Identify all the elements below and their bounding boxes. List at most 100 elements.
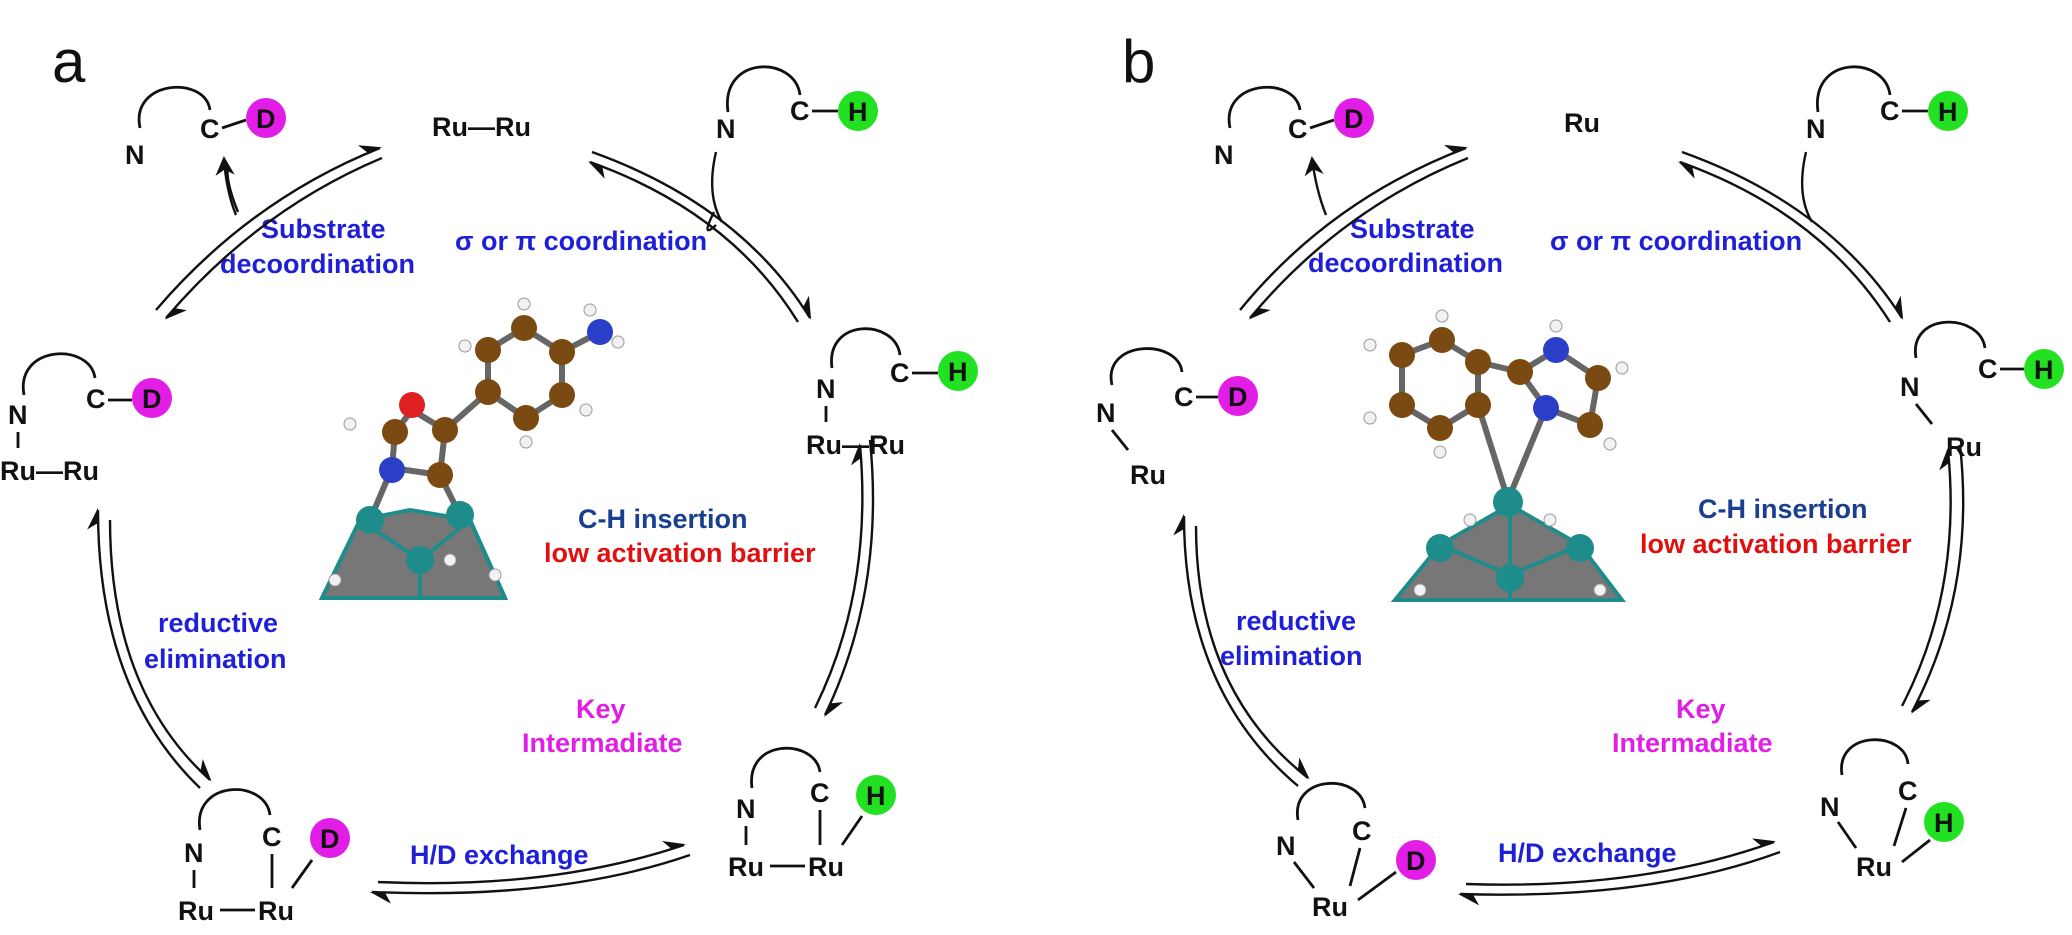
panel-b-label-reductive: reductive xyxy=(1236,606,1356,636)
panel-a-label-insertion: C-H insertion xyxy=(578,504,748,534)
carbon-ball xyxy=(1465,392,1491,418)
panel-a-equilibrium-arrows xyxy=(87,145,875,904)
carbon-ball xyxy=(1389,342,1415,368)
panel-a-label-substrate: Substrate xyxy=(261,214,386,244)
nitrogen-ball xyxy=(587,319,613,345)
carbon-ball xyxy=(1429,327,1455,353)
nitrogen-ball xyxy=(1543,337,1569,363)
svg-text:Ru: Ru xyxy=(258,896,294,926)
carbon-ball xyxy=(1507,359,1533,385)
svg-text:H: H xyxy=(848,97,868,127)
carbon-ball xyxy=(1389,392,1415,418)
carbon-ball xyxy=(549,339,575,365)
panel-a-top-catalyst: Ru—Ru xyxy=(432,112,531,142)
carbon-ball xyxy=(475,337,501,363)
svg-text:C: C xyxy=(1880,96,1900,126)
svg-text:N: N xyxy=(716,114,736,144)
svg-text:D: D xyxy=(142,384,162,414)
ruthenium-ball xyxy=(1426,534,1454,562)
panel-a-d-intermediate: N C D Ru Ru xyxy=(178,788,350,926)
ruthenium-ball xyxy=(1566,534,1594,562)
svg-text:Ru: Ru xyxy=(1856,852,1892,882)
panel-b: b Ru N C D N C H N C D xyxy=(1096,28,2064,922)
svg-text:H: H xyxy=(1934,808,1954,838)
deuterium-ball xyxy=(1334,98,1374,138)
carbon-ball xyxy=(511,315,537,341)
svg-text:C: C xyxy=(262,822,282,852)
deuterium-ball xyxy=(1218,376,1258,416)
svg-text:N: N xyxy=(1820,792,1840,822)
ruthenium-ball xyxy=(1493,487,1523,517)
panel-a-substrate-ch: N C H xyxy=(716,65,878,144)
svg-text:N: N xyxy=(816,374,836,404)
panel-b-label-coordination: σ or π coordination xyxy=(1550,226,1802,256)
svg-text:Ru: Ru xyxy=(808,852,844,882)
carbon-ball xyxy=(432,417,458,443)
panel-b-key-intermediate: N C H Ru xyxy=(1820,738,1964,882)
panel-b-label-hd-exchange: H/D exchange xyxy=(1498,838,1677,868)
svg-text:N: N xyxy=(736,794,756,824)
panel-a-label-key: Key xyxy=(576,694,626,724)
deuterium-ball xyxy=(132,378,172,418)
svg-text:H: H xyxy=(1938,97,1958,127)
svg-text:C: C xyxy=(200,114,220,144)
panel-b-molecular-model xyxy=(1363,309,1629,602)
panel-b-coordinated-product: N C D Ru xyxy=(1096,347,1258,490)
svg-text:N: N xyxy=(1806,114,1826,144)
carbon-ball xyxy=(513,405,539,431)
deuterium-ball xyxy=(310,818,350,858)
svg-text:D: D xyxy=(1406,846,1426,876)
svg-text:N: N xyxy=(125,140,145,170)
svg-text:D: D xyxy=(1228,382,1248,412)
carbon-ball xyxy=(1427,415,1453,441)
svg-text:C: C xyxy=(1898,776,1918,806)
svg-text:D: D xyxy=(256,104,276,134)
nitrogen-ball xyxy=(379,457,405,483)
svg-text:C: C xyxy=(86,384,106,414)
carbon-ball xyxy=(1585,365,1611,391)
panel-a-molecular-model xyxy=(318,297,625,600)
svg-text:D: D xyxy=(320,824,340,854)
svg-text:H: H xyxy=(948,357,968,387)
panel-a-coordinated-product: N C D Ru—Ru xyxy=(0,352,172,486)
hydrogen-ball xyxy=(838,91,878,131)
panel-b-label-barrier: low activation barrier xyxy=(1640,529,1912,559)
panel-a: a Ru—Ru N C D N C H N C xyxy=(0,28,978,926)
panel-a-letter: a xyxy=(52,28,86,95)
panel-a-label-intermediate: Intermadiate xyxy=(522,728,683,758)
svg-text:C: C xyxy=(1978,354,1998,384)
svg-text:N: N xyxy=(184,838,204,868)
panel-b-label-insertion: C-H insertion xyxy=(1698,494,1868,524)
panel-b-letter: b xyxy=(1122,28,1155,95)
svg-text:Ru: Ru xyxy=(1312,892,1348,922)
svg-text:H: H xyxy=(2034,355,2054,385)
svg-text:N: N xyxy=(1096,398,1116,428)
svg-text:C: C xyxy=(790,96,810,126)
svg-text:C: C xyxy=(1174,382,1194,412)
svg-text:C: C xyxy=(1352,816,1372,846)
hydrogen-ball xyxy=(856,775,896,815)
hydrogen-ball xyxy=(2024,349,2064,389)
ruthenium-ball xyxy=(446,501,474,529)
ruthenium-ball xyxy=(406,546,434,574)
hydrogen-ball xyxy=(1924,802,1964,842)
deuterium-ball xyxy=(246,98,286,138)
panel-a-label-hd-exchange: H/D exchange xyxy=(410,840,589,870)
panel-b-top-catalyst: Ru xyxy=(1564,108,1600,138)
svg-text:Ru: Ru xyxy=(1946,432,1982,462)
svg-text:H: H xyxy=(866,781,886,811)
panel-b-substrate-ch: N C H xyxy=(1806,65,1968,144)
hydrogen-ball xyxy=(938,351,978,391)
svg-text:N: N xyxy=(1214,140,1234,170)
carbon-ball xyxy=(427,462,453,488)
svg-text:D: D xyxy=(1344,104,1364,134)
svg-text:N: N xyxy=(8,400,28,430)
svg-text:C: C xyxy=(890,358,910,388)
panel-a-product-d: N C D xyxy=(125,85,286,170)
panel-a-label-decoordination: decoordination xyxy=(220,249,415,279)
carbon-ball xyxy=(475,379,501,405)
carbon-ball xyxy=(1465,349,1491,375)
ruthenium-ball xyxy=(1496,564,1524,592)
